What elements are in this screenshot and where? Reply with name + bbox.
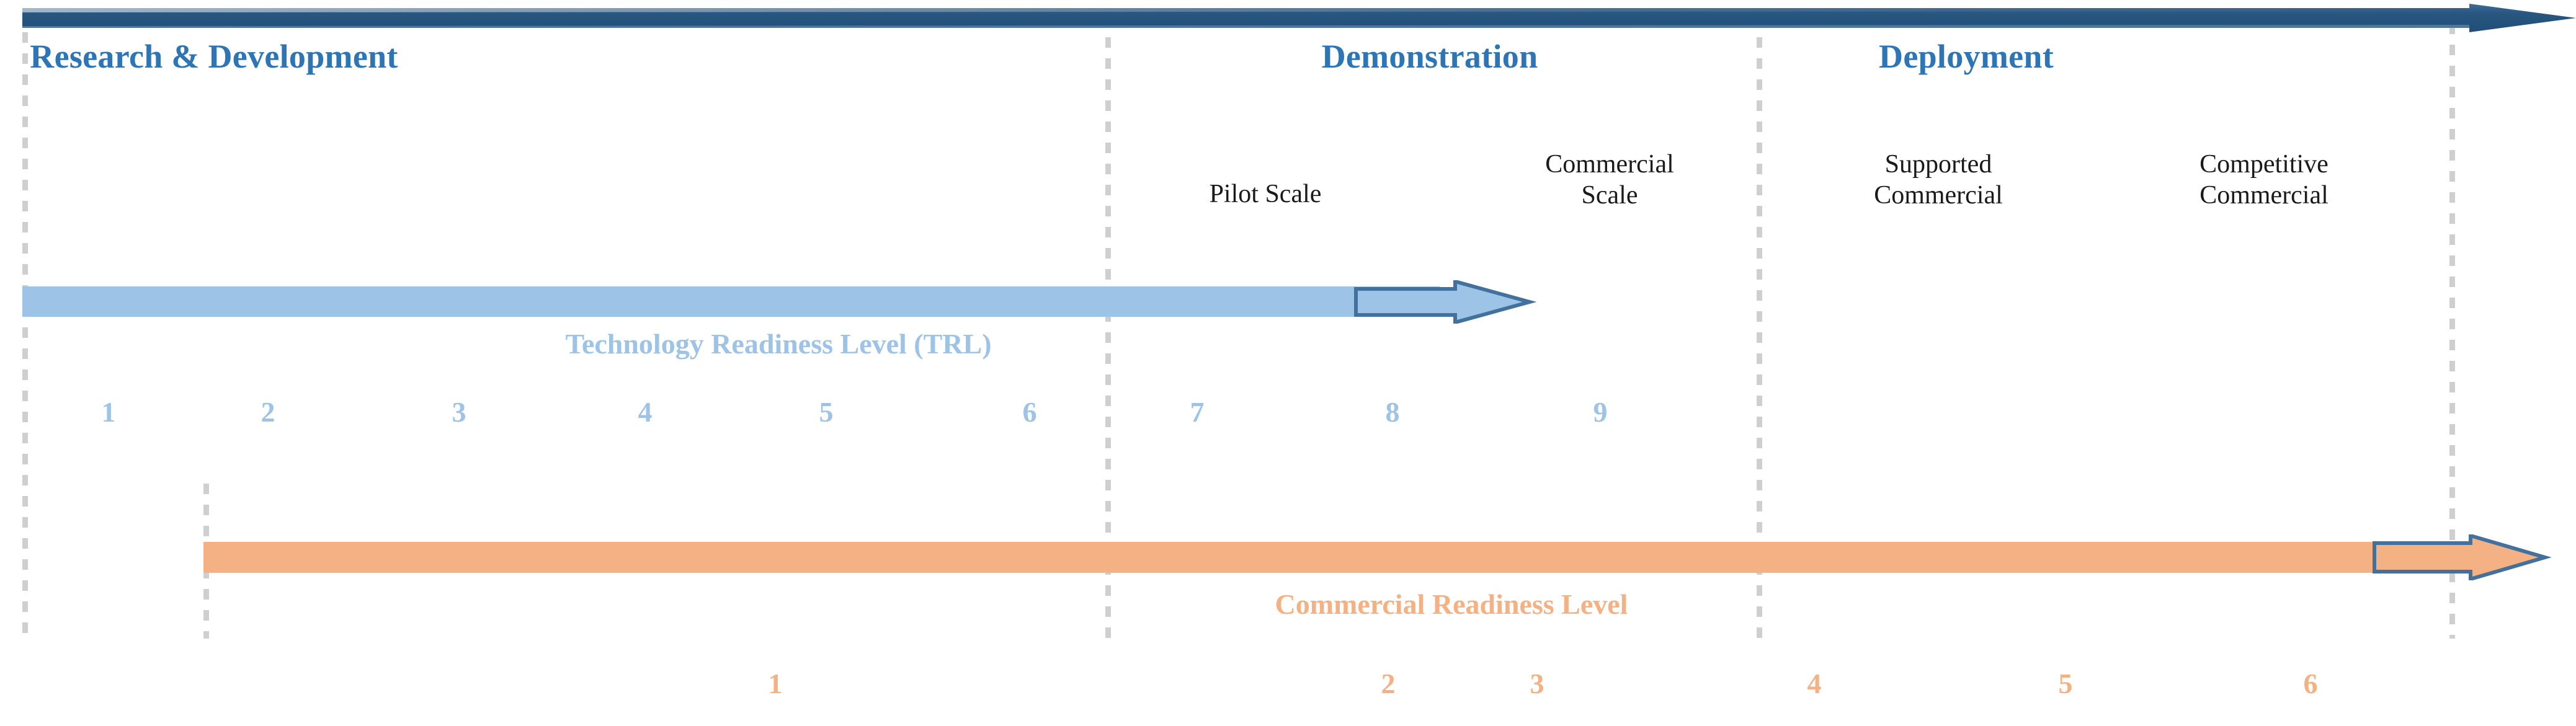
scale-label-line: Supported — [1884, 150, 1992, 179]
progression-arrow-icon — [22, 4, 2576, 32]
phase-title-demonstration: Demonstration — [1321, 38, 1538, 75]
crl-level-2: 2 — [1381, 668, 1396, 699]
crl-level-5: 5 — [2058, 668, 2073, 699]
crl-level-3: 3 — [1530, 668, 1544, 699]
crl-level-4: 4 — [1807, 668, 1822, 699]
trl-title: Technology Readiness Level (TRL) — [565, 328, 992, 360]
trl-level-7: 7 — [1190, 396, 1205, 428]
scale-label-line: Commercial — [2199, 181, 2329, 210]
trl-level-3: 3 — [452, 396, 466, 428]
crl-level-6: 6 — [2303, 668, 2318, 699]
scale-label-competitive-commercial: Competitive Commercial — [2140, 149, 2388, 211]
crl-level-1: 1 — [768, 668, 783, 699]
scale-label-supported-commercial: Supported Commercial — [1814, 149, 2062, 211]
phase-title-deployment: Deployment — [1879, 38, 2054, 75]
scale-label-line: Commercial — [1874, 181, 2003, 210]
trl-level-9: 9 — [1593, 396, 1608, 428]
trl-level-5: 5 — [819, 396, 834, 428]
divider-line-0 — [22, 11, 28, 639]
trl-arrow-icon — [22, 280, 1573, 324]
trl-level-6: 6 — [1022, 396, 1037, 428]
scale-label-line: Scale — [1581, 181, 1638, 210]
crl-title: Commercial Readiness Level — [1275, 588, 1628, 620]
scale-label-line: Competitive — [2199, 150, 2329, 179]
scale-label-line: Pilot Scale — [1209, 180, 1322, 208]
trl-level-4: 4 — [638, 396, 653, 428]
divider-line-3 — [1757, 16, 1762, 639]
scale-label-commercial-scale: Commercial Scale — [1486, 149, 1734, 211]
trl-level-2: 2 — [261, 396, 275, 428]
scale-label-line: Commercial — [1545, 150, 1674, 179]
divider-line-2 — [1105, 16, 1111, 639]
trl-level-8: 8 — [1385, 396, 1400, 428]
trl-level-1: 1 — [101, 396, 116, 428]
crl-arrow-icon — [203, 534, 2576, 580]
phase-title-research-development: Research & Development — [30, 38, 398, 75]
divider-line-4 — [2449, 24, 2455, 639]
scale-label-pilot-scale: Pilot Scale — [1141, 179, 1389, 210]
